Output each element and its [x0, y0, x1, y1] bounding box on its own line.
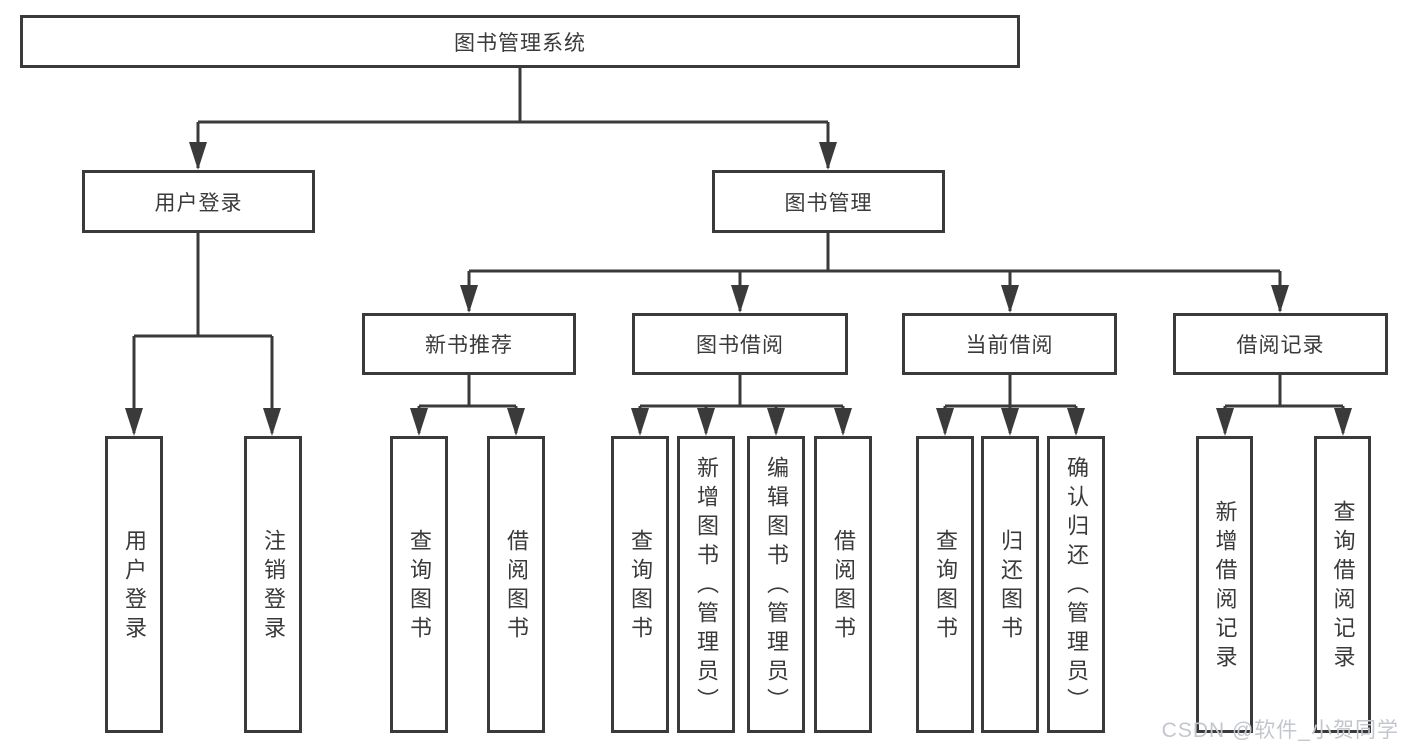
leaf-query-books-borrow: 查询图书: [611, 436, 669, 733]
arrow-icon: [1271, 285, 1289, 313]
node-current-borrow: 当前借阅: [902, 313, 1117, 375]
arrow-icon: [410, 408, 428, 436]
arrow-icon: [731, 285, 749, 313]
arrow-icon: [1334, 408, 1352, 436]
arrow-icon: [697, 408, 715, 436]
leaf-edit-books-admin: 编辑图书（管理员）: [747, 436, 805, 733]
arrow-icon: [1067, 408, 1085, 436]
arrow-icon: [1216, 408, 1234, 436]
node-book-borrow: 图书借阅: [632, 313, 848, 375]
leaf-query-books-recommend: 查询图书: [390, 436, 448, 733]
arrow-icon: [125, 408, 143, 436]
arrow-icon: [819, 142, 837, 170]
node-borrow-records: 借阅记录: [1173, 313, 1388, 375]
connector-userlogin-fan: [132, 233, 274, 433]
node-user-login: 用户登录: [82, 170, 315, 233]
connector-root-fan: [196, 68, 830, 168]
connector-newbook-fan: [417, 375, 518, 433]
connector-arrowheads: [125, 142, 1352, 436]
arrow-icon: [631, 408, 649, 436]
node-new-book-recommend: 新书推荐: [362, 313, 576, 375]
leaf-borrow-books: 借阅图书: [814, 436, 872, 733]
arrow-icon: [767, 408, 785, 436]
watermark-text: CSDN @软件_小贺同学: [1161, 719, 1399, 742]
leaf-confirm-return-admin: 确认归还（管理员）: [1047, 436, 1105, 733]
connector-paths: [132, 68, 1345, 433]
leaf-borrow-books-recommend: 借阅图书: [487, 436, 545, 733]
leaf-add-books-admin: 新增图书（管理员）: [677, 436, 735, 733]
connector-root-drops: [196, 122, 830, 168]
arrow-icon: [189, 142, 207, 170]
connector-records-fan: [1223, 375, 1345, 433]
leaf-user-login: 用户登录: [105, 436, 163, 733]
arrow-icon: [460, 285, 478, 313]
leaf-return-books: 归还图书: [981, 436, 1039, 733]
arrow-icon: [1001, 285, 1019, 313]
arrow-icon: [507, 408, 525, 436]
node-book-management: 图书管理: [712, 170, 945, 233]
arrow-icon: [1001, 408, 1019, 436]
node-root-system: 图书管理系统: [20, 15, 1020, 68]
leaf-query-books-current: 查询图书: [916, 436, 974, 733]
arrow-icon: [936, 408, 954, 436]
arrow-icon: [263, 408, 281, 436]
leaf-query-borrow-record: 查询借阅记录: [1314, 436, 1371, 733]
leaf-add-borrow-record: 新增借阅记录: [1196, 436, 1253, 733]
leaf-logout: 注销登录: [244, 436, 302, 733]
connector-borrow-fan: [638, 375, 845, 433]
connector-bookmgmt-fan: [467, 233, 1282, 311]
arrow-icon: [834, 408, 852, 436]
